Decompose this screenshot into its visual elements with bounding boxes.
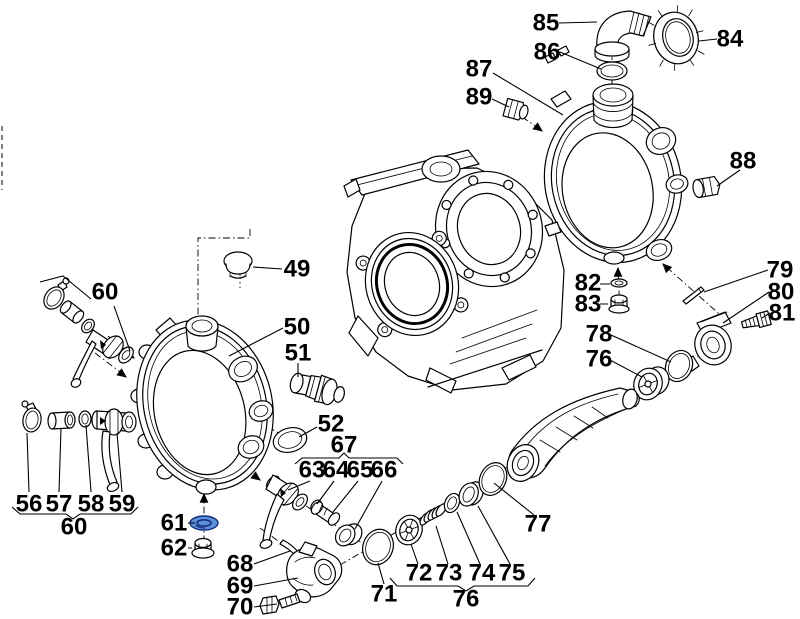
part-83-nut (608, 294, 630, 314)
part-86-oring (596, 61, 628, 81)
part-label-73: 73 (436, 560, 463, 587)
part-62-nut (191, 537, 215, 559)
part-label-72: 72 (406, 560, 433, 587)
callout-leader-lines (11, 21, 771, 608)
part-label-49: 49 (284, 256, 311, 283)
part-52-cap (272, 427, 308, 453)
part-label-65: 65 (347, 457, 374, 484)
part-89-plug (502, 97, 529, 121)
part-49-plug (223, 251, 253, 279)
part-label-83: 83 (575, 291, 602, 318)
part-58-oring (78, 410, 92, 428)
part-57-hose-fitting (47, 411, 76, 430)
part-label-87: 87 (466, 56, 493, 83)
part-82-washer (610, 278, 628, 288)
part-label-70: 70 (227, 594, 254, 619)
part-78-oring (664, 349, 694, 383)
part-85-elbow-fitting (594, 10, 652, 63)
part-label-79: 79 (767, 257, 794, 284)
part-69-housing (286, 541, 343, 604)
part-73-spring (419, 503, 447, 526)
part-80-valve-body (685, 311, 732, 372)
part-label-60-bottom: 60 (61, 514, 88, 541)
part-79-pin (682, 286, 705, 305)
part-label-52: 52 (318, 411, 345, 438)
part-label-57: 57 (46, 491, 73, 518)
part-label-85: 85 (533, 10, 560, 37)
part-75-valve-seat (458, 481, 484, 507)
part-label-61: 61 (161, 510, 188, 537)
part-label-66: 66 (371, 457, 398, 484)
part-label-89: 89 (466, 84, 493, 111)
part-label-71: 71 (371, 581, 398, 608)
part-71-oring (362, 528, 394, 566)
part-70-bolt (259, 593, 301, 615)
part-60-suction-assembly-top (43, 277, 134, 388)
part-label-51: 51 (285, 340, 312, 367)
part-label-68: 68 (227, 551, 254, 578)
part-87-head-cover (543, 45, 689, 265)
part-88-plug (692, 175, 721, 199)
part-label-75: 75 (499, 560, 526, 587)
part-50-cover (130, 315, 274, 495)
part-label-56: 56 (16, 491, 43, 518)
part-label-50: 50 (284, 314, 311, 341)
part-label-67: 67 (331, 432, 358, 459)
part-label-62: 62 (161, 535, 188, 562)
part-label-81: 81 (769, 300, 796, 327)
part-label-84: 84 (717, 26, 744, 53)
part-manifold (506, 387, 640, 482)
part-63-ball-valve (259, 474, 308, 549)
part-label-63: 63 (299, 457, 326, 484)
part-51-valve-cartridge (289, 372, 346, 406)
part-label-82: 82 (575, 270, 602, 297)
part-label-58: 58 (78, 491, 105, 518)
part-label-64: 64 (323, 457, 350, 484)
part-81-bolt (740, 310, 772, 329)
part-65-hose-barb (310, 501, 341, 526)
part-label-74: 74 (469, 560, 496, 587)
part-label-59: 59 (109, 491, 136, 518)
part-label-60-top: 60 (92, 279, 119, 306)
part-72-valve-poppet (395, 514, 423, 546)
part-59-ball-valve (91, 408, 137, 493)
part-74-oring (443, 492, 461, 514)
part-label-80: 80 (768, 279, 795, 306)
part-label-69: 69 (227, 573, 254, 600)
part-84-ring-nut (647, 5, 705, 71)
part-label-86: 86 (534, 39, 561, 66)
part-label-78: 78 (586, 321, 613, 348)
part-label-77: 77 (525, 511, 552, 538)
part-56-hose-clamp (21, 400, 42, 433)
part-crankcase (343, 149, 565, 394)
part-label-76-top: 76 (586, 346, 613, 373)
part-label-76-bottom: 76 (453, 586, 480, 613)
part-66-ring-nut (334, 523, 363, 547)
part-label-88: 88 (730, 148, 757, 175)
